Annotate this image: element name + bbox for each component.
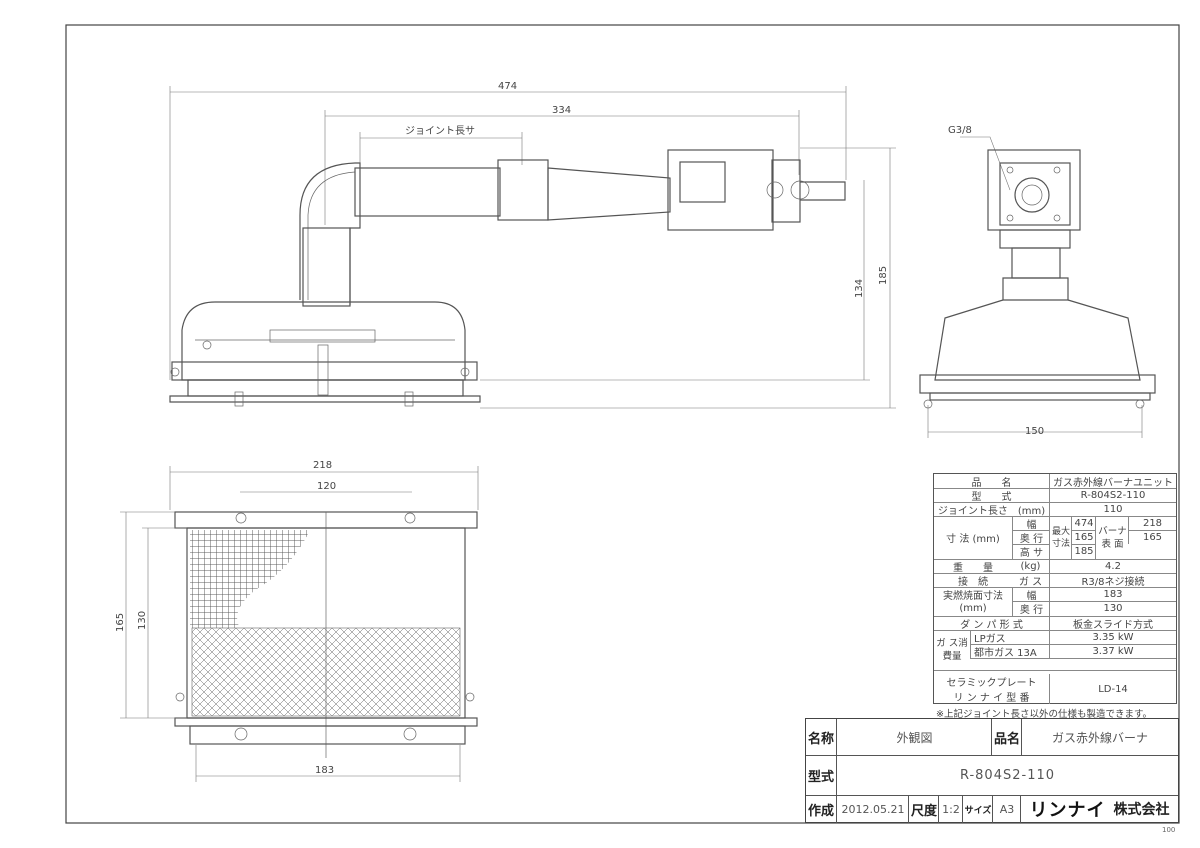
label-connection: 接 続: [958, 576, 988, 588]
dim-joint-length: ジョイント長サ: [405, 125, 475, 137]
brand-logo: リンナイ: [1029, 800, 1106, 821]
label-rinnai-model: リ ン ナ イ 型 番: [953, 693, 1030, 704]
label-weight-unit: (kg): [1020, 560, 1041, 572]
dim-130: 130: [137, 611, 148, 630]
spec-row-joint: ジョイント長さ (mm) 110: [934, 502, 1176, 517]
value-damper: 板金スライド方式: [1049, 616, 1176, 631]
title-scale: 1:2: [938, 795, 963, 823]
label-actual-width: 幅: [1012, 587, 1050, 602]
value-city-gas: 3.37 kW: [1049, 644, 1176, 659]
top-view: 218 120 165 130 183: [115, 460, 479, 782]
label-burner-surface: バーナ表 面: [1095, 516, 1129, 559]
value-connection: R3/8ネジ接続: [1049, 573, 1176, 588]
label-product-name: 品 名: [971, 477, 1012, 489]
dim-134: 134: [854, 279, 865, 298]
value-joint: 110: [1049, 502, 1176, 516]
label-weight: 重 量: [953, 562, 993, 574]
title-product-label: 品名: [991, 719, 1022, 755]
value-max-height: 185: [1071, 544, 1096, 559]
value-product-name: ガス赤外線バーナユニット: [1049, 474, 1176, 489]
spec-row-ceramic: セラミックプレート リ ン ナ イ 型 番 LD-14: [934, 674, 1176, 704]
title-name-label: 名称: [807, 731, 834, 747]
label-gas-consumption: ガ ス消費量: [936, 638, 968, 662]
label-ceramic: セラミックプレート: [946, 678, 1037, 689]
title-created: 2012.05.21: [836, 795, 909, 823]
dim-334: 334: [552, 105, 571, 116]
side-view: G3/8 150: [919, 125, 1156, 438]
label-lp-gas: LPガス: [970, 630, 1053, 645]
dim-218: 218: [313, 460, 332, 471]
dim-150: 150: [1025, 426, 1044, 437]
dim-183: 183: [315, 765, 334, 776]
value-actual-depth: 130: [1049, 601, 1176, 616]
spec-row-product-name: 品 名 ガス赤外線バーナユニット: [934, 474, 1176, 489]
label-width: 幅: [1012, 516, 1050, 531]
page-number: 100: [1162, 826, 1176, 834]
label-actual-unit: (mm): [959, 603, 987, 614]
spec-row-weight: 重 量 (kg) 4.2: [934, 559, 1176, 574]
value-surface-width: 218: [1128, 516, 1176, 531]
spec-row-damper: ダ ン パ 形 式 板金スライド方式: [934, 616, 1176, 631]
label-actual-surface: 実燃焼面寸法: [943, 590, 1003, 602]
title-created-label: 作成: [807, 803, 834, 819]
dim-474: 474: [498, 81, 517, 92]
value-actual-width: 183: [1049, 587, 1176, 602]
label-damper: ダ ン パ 形 式: [960, 619, 1023, 631]
value-weight: 4.2: [1049, 559, 1176, 573]
spec-row-connection: 接 続 ガ ス R3/8ネジ接続: [934, 573, 1176, 588]
title-scale-label: 尺度: [908, 795, 939, 823]
spec-row-gas-consumption: ガ ス消費量 LPガス 都市ガス 13A 3.35 kW 3.37 kW: [934, 630, 1176, 671]
spec-note: ※上記ジョイント長さ以外の仕様も製造できます。: [936, 709, 1153, 720]
label-joint: ジョイント長さ (mm): [937, 505, 1046, 517]
label-city-gas: 都市ガス 13A: [970, 644, 1053, 659]
label-max-size: 最大寸法: [1049, 516, 1072, 559]
title-model: R-804S2-110: [836, 755, 1178, 795]
title-size-label: サイズ: [962, 795, 993, 823]
label-size: 寸 法 (mm): [946, 534, 1000, 545]
value-lp-gas: 3.35 kW: [1049, 630, 1176, 645]
value-surface-depth: 165: [1128, 530, 1176, 544]
dim-120: 120: [317, 481, 336, 492]
label-model: 型 式: [971, 491, 1012, 503]
company-name: リンナイ 株式会社: [1020, 795, 1178, 823]
label-gas: ガ ス: [1018, 576, 1043, 588]
label-height: 高 サ: [1012, 544, 1050, 559]
spec-table: 品 名 ガス赤外線バーナユニット 型 式 R-804S2-110 ジョイント長さ…: [933, 473, 1177, 704]
value-ceramic: LD-14: [1049, 674, 1176, 704]
drawing-frame: [65, 24, 1180, 824]
title-row-model: 型式 R-804S2-110: [806, 755, 1178, 796]
spec-row-model: 型 式 R-804S2-110: [934, 488, 1176, 503]
company-suffix: 株式会社: [1113, 802, 1170, 818]
value-max-depth: 165: [1071, 530, 1096, 545]
spec-row-size: 寸 法 (mm) 幅 奥 行 高 サ 最大寸法 474 165 185 バーナ表…: [934, 516, 1176, 560]
dim-185: 185: [878, 266, 889, 285]
title-product: ガス赤外線バーナ: [1021, 719, 1178, 755]
title-row-name: 名称 外観図 品名 ガス赤外線バーナ: [806, 719, 1178, 756]
value-max-width: 474: [1071, 516, 1096, 531]
dim-g38: G3/8: [948, 125, 972, 136]
dim-165: 165: [115, 613, 126, 632]
title-size: A3: [992, 795, 1021, 823]
title-row-footer: 作成 2012.05.21 尺度 1:2 サイズ A3 リンナイ 株式会社: [806, 795, 1178, 823]
value-model: R-804S2-110: [1049, 488, 1176, 502]
title-model-label: 型式: [807, 769, 834, 785]
label-actual-depth: 奥 行: [1012, 601, 1050, 616]
front-view: 474 334 ジョイント長サ 134 185: [169, 81, 896, 409]
title-block: 名称 外観図 品名 ガス赤外線バーナ 型式 R-804S2-110 作成 201…: [805, 718, 1179, 823]
spec-row-actual-surface: 実燃焼面寸法 (mm) 幅 奥 行 183 130: [934, 587, 1176, 617]
label-depth: 奥 行: [1012, 530, 1050, 545]
title-name: 外観図: [836, 719, 992, 755]
